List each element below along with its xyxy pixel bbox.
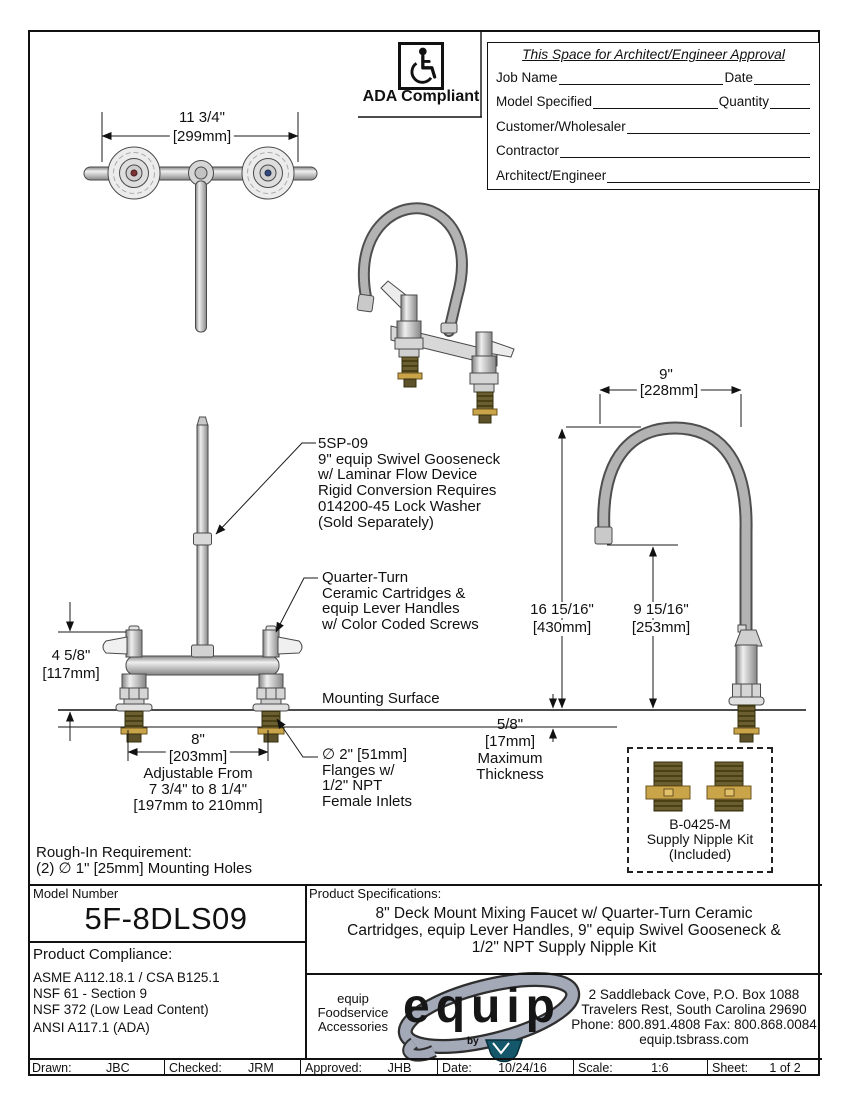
footer-scale: Scale: 1:6 (573, 1060, 707, 1076)
brand-line: equip (337, 991, 369, 1006)
architect-label: Architect/Engineer (496, 167, 607, 183)
nipple-kit-included: (Included) (668, 846, 732, 862)
ada-compliant-label: ADA Compliant (362, 88, 480, 105)
customer-field (626, 131, 810, 134)
rough-in-line-1: Rough-In Requirement: (36, 844, 192, 861)
footer-drawn: Drawn: JBC (32, 1061, 130, 1075)
compliance-line: NSF 372 (Low Lead Content) (33, 1002, 209, 1017)
footer-approved: Approved: JHB (300, 1060, 437, 1076)
model-cell-line (28, 941, 307, 943)
equip-logo-text: equip (403, 980, 561, 1033)
model-specified-label: Model Specified (496, 94, 593, 110)
job-name-field (558, 82, 724, 85)
approval-row-customer: Customer/Wholesaler (496, 112, 811, 137)
compliance-line: ASME A112.18.1 / CSA B125.1 (33, 970, 220, 985)
title-block-divider (305, 884, 307, 1058)
dim-deck-height-in: 4 5/8" (51, 647, 91, 664)
compliance-line: ANSI A117.1 (ADA) (33, 1020, 150, 1035)
date-field (754, 82, 810, 85)
dim-overall-height-mm: [430mm] (529, 620, 595, 636)
rough-in-line-2: (2) ∅ 1" [25mm] Mounting Holes (36, 860, 252, 877)
customer-label: Customer/Wholesaler (496, 118, 626, 134)
dim-spout-clearance-mm: [253mm] (628, 620, 694, 636)
specs-line: Cartridges, equip Lever Handles, 9" equi… (347, 922, 781, 939)
supply-nipple-kit-box (627, 747, 773, 873)
dim-spout-reach-in: 9" (659, 366, 673, 383)
dim-centers-mm: [203mm] (165, 749, 231, 765)
address-line: equip.tsbrass.com (639, 1032, 749, 1047)
nipple-kit-name: Supply Nipple Kit (646, 831, 754, 847)
spout-note: 5SP-09 9" equip Swivel Gooseneck w/ Lami… (318, 435, 501, 531)
compliance-label: Product Compliance: (33, 946, 173, 963)
approval-row-model: Model Specified Quantity (496, 88, 811, 113)
flange-note: ∅ 2" [51mm] Flanges w/ 1/2" NPT Female I… (322, 746, 413, 811)
architect-approval-box: This Space for Architect/Engineer Approv… (487, 42, 820, 190)
title-block-top-line (28, 884, 822, 886)
brand-line: Accessories (317, 1019, 389, 1034)
approval-row-job: Job Name Date (496, 63, 811, 88)
address-line: Travelers Rest, South Carolina 29690 (581, 1002, 807, 1017)
specs-label: Product Specifications: (309, 886, 442, 901)
approval-row-contractor: Contractor (496, 137, 811, 162)
mounting-surface-label: Mounting Surface (322, 690, 440, 707)
date-label: Date (724, 69, 753, 85)
dim-thickness-in: 5/8" (496, 716, 524, 733)
dim-overall-height-in: 16 15/16" (527, 602, 597, 618)
cartridge-note: Quarter-Turn Ceramic Cartridges & equip … (322, 569, 479, 634)
address-line: 2 Saddleback Cove, P.O. Box 1088 (588, 987, 800, 1002)
contractor-field (560, 155, 810, 159)
architect-field (607, 180, 810, 183)
quantity-field (770, 106, 810, 110)
brand-line: Foodservice (317, 1005, 389, 1020)
dim-thickness-note-2: Thickness (476, 766, 544, 783)
dim-deck-height-mm: [117mm] (42, 665, 100, 682)
model-number: 5F-8DLS09 (84, 901, 248, 936)
ada-wheelchair-icon (410, 47, 437, 84)
dim-top-width-in: 11 3/4" (179, 109, 225, 126)
footer-sheet: Sheet: 1 of 2 (707, 1060, 822, 1076)
approval-title: This Space for Architect/Engineer Approv… (522, 47, 785, 62)
dim-centers-adjust-2: 7 3/4" to 8 1/4" (148, 781, 248, 798)
approval-row-architect: Architect/Engineer (496, 161, 811, 186)
title-block-footer: Drawn: JBC Checked: JRM Approved: JHB Da… (28, 1058, 822, 1076)
model-specified-field (593, 106, 718, 110)
footer-date: Date: 10/24/16 (437, 1060, 573, 1076)
job-name-label: Job Name (496, 69, 558, 85)
nipple-kit-part: B-0425-M (669, 816, 731, 832)
dim-thickness-note-1: Maximum (477, 750, 543, 767)
address-line: Phone: 800.891.4808 Fax: 800.868.0084 (571, 1017, 817, 1032)
equip-logo-by: by (467, 1036, 479, 1047)
quantity-label: Quantity (718, 94, 769, 110)
dim-thickness-mm: [17mm] (484, 733, 536, 750)
dim-centers-adjust-1: Adjustable From (143, 765, 253, 782)
dim-top-width-mm: [299mm] (169, 129, 235, 145)
dim-centers-adjust-3: [197mm to 210mm] (133, 797, 263, 814)
dim-spout-reach-mm: [228mm] (636, 383, 702, 399)
ada-compliant-badge (398, 42, 444, 90)
compliance-line: NSF 61 - Section 9 (33, 986, 148, 1001)
model-number-label: Model Number (33, 886, 119, 901)
specs-line: 1/2" NPT Supply Nipple Kit (471, 939, 657, 956)
footer-checked: Checked: JRM (164, 1060, 300, 1076)
specs-line: 8" Deck Mount Mixing Faucet w/ Quarter-T… (375, 905, 753, 922)
specs-cell-line (305, 973, 822, 975)
sheet-border (28, 30, 820, 1076)
dim-spout-clearance-in: 9 15/16" (630, 602, 692, 618)
contractor-label: Contractor (496, 143, 560, 159)
dim-centers-in: 8" (191, 731, 205, 748)
